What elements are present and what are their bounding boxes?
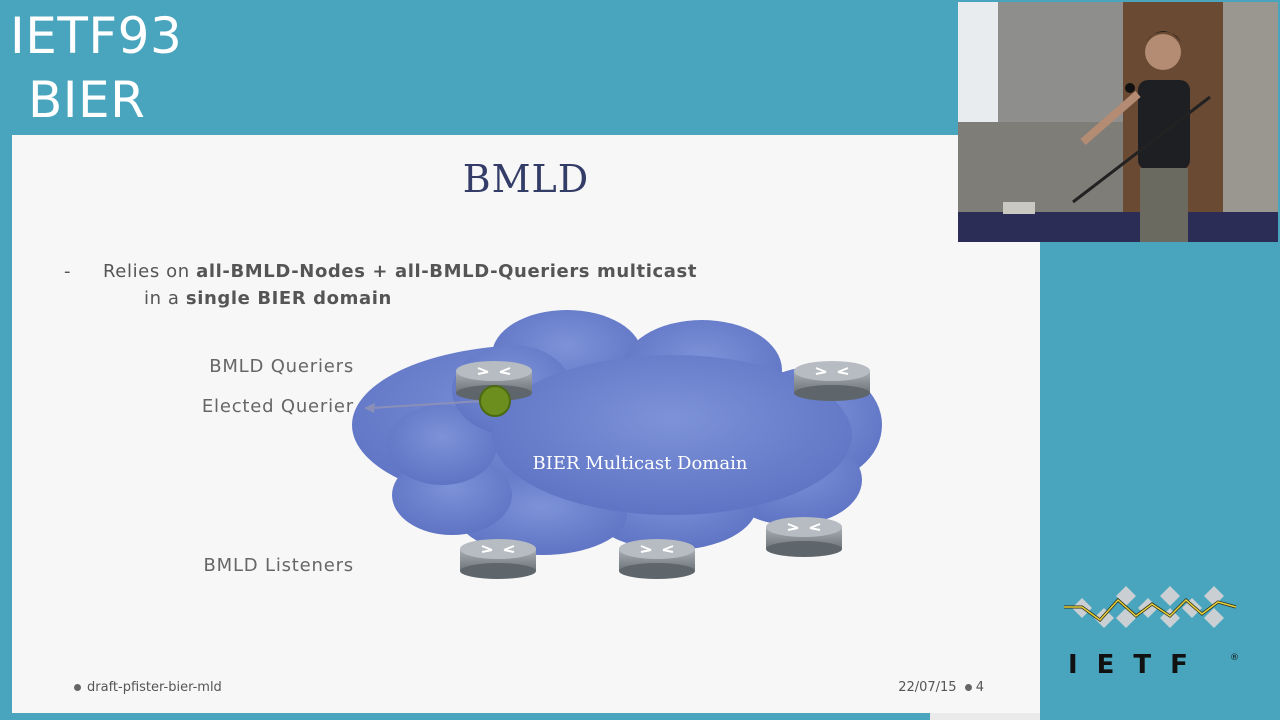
speaker-video-frame bbox=[958, 2, 1278, 242]
slide-edge-strip bbox=[930, 713, 1040, 720]
session-title-line1: IETF93 bbox=[10, 7, 183, 65]
footer-date: 22/07/15 bbox=[898, 680, 957, 695]
footer-draft-name: draft-pfister-bier-mld bbox=[74, 680, 222, 695]
speaker-video bbox=[958, 2, 1278, 242]
label-bmld-listeners: BMLD Listeners bbox=[203, 555, 354, 576]
bullet-line-1: - Relies on all-BMLD-Nodes + all-BMLD-Que… bbox=[64, 261, 697, 282]
elected-querier-arrow bbox=[364, 400, 483, 413]
footer-page-number: 4 bbox=[975, 680, 984, 695]
elected-querier-dot bbox=[479, 385, 511, 417]
label-bmld-queriers: BMLD Queriers bbox=[209, 356, 354, 377]
bullet-line-1-text: Relies on bbox=[103, 261, 197, 282]
bullet-dash: - bbox=[64, 261, 72, 282]
ietf-logo: IETF ® bbox=[1064, 586, 1239, 680]
cloud-label: BIER Multicast Domain bbox=[533, 453, 748, 474]
router-icon-querier-2 bbox=[794, 361, 870, 401]
slide-title: BMLD bbox=[462, 157, 590, 201]
presentation-slide: BMLD - Relies on all-BMLD-Nodes + all-BML… bbox=[12, 135, 1040, 713]
ietf-logo-text: IETF bbox=[1068, 650, 1207, 680]
footer-date-page: 22/07/15 4 bbox=[898, 680, 984, 695]
session-title-line2: BIER bbox=[28, 71, 146, 129]
bullet-line-2-bold: single BIER domain bbox=[185, 288, 392, 309]
router-icon-listener-2 bbox=[619, 539, 695, 579]
session-title: IETF93 BIER bbox=[10, 4, 182, 132]
ietf-logo-mark: ® bbox=[1230, 653, 1239, 663]
label-elected-querier: Elected Querier bbox=[201, 396, 354, 417]
bullet-dot-icon bbox=[74, 684, 81, 691]
router-icon-listener-1 bbox=[460, 539, 536, 579]
bullet-line-2-text: in a bbox=[144, 288, 186, 309]
separator-dot-icon bbox=[964, 684, 972, 691]
network-diagram: BIER Multicast Domain bbox=[352, 310, 882, 579]
footer-draft-text: draft-pfister-bier-mld bbox=[87, 680, 222, 695]
bullet-line-2: in a single BIER domain bbox=[144, 288, 392, 309]
bullet-line-1-bold: all-BMLD-Nodes + all-BMLD-Queriers multi… bbox=[196, 261, 698, 282]
router-icon-listener-3 bbox=[766, 517, 842, 557]
